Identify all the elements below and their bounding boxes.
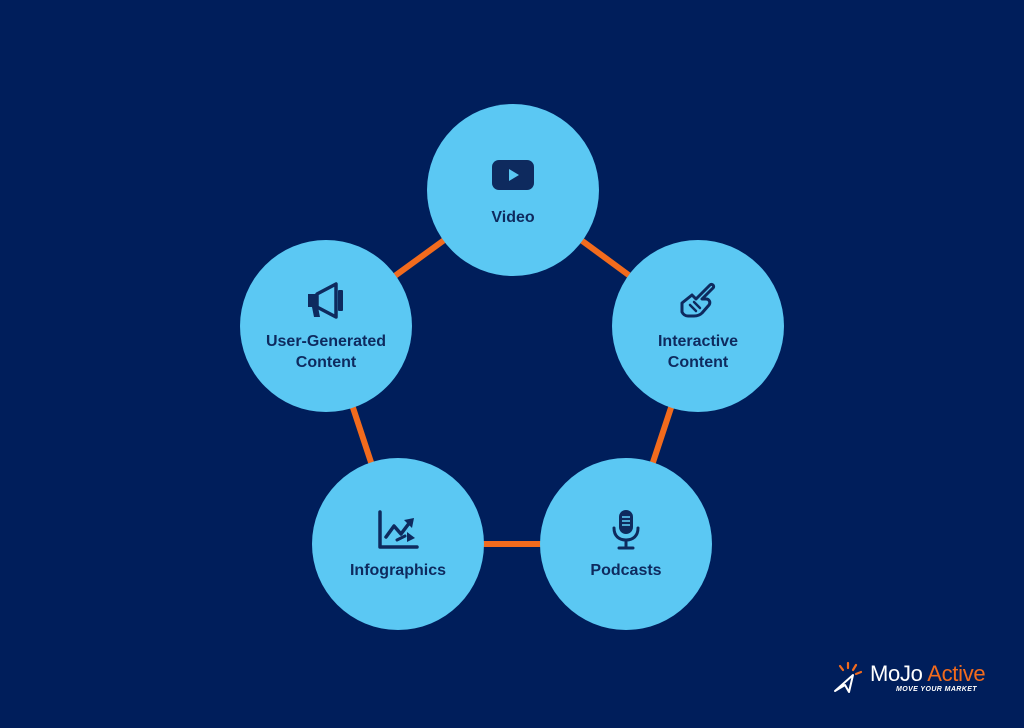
chart-trend-icon xyxy=(376,508,420,552)
node-label: Interactive Content xyxy=(657,333,739,371)
brand-name-first: MoJo xyxy=(870,661,923,686)
node-interactive-content: Interactive Content xyxy=(612,240,784,412)
node-video: Video xyxy=(427,104,599,276)
node-infographics: Infographics xyxy=(312,458,484,630)
node-label: Podcasts xyxy=(590,561,662,579)
node-label: Video xyxy=(491,208,535,226)
pointing-hand-icon xyxy=(676,279,720,323)
node-label: User-Generated Content xyxy=(265,333,387,371)
microphone-icon xyxy=(604,508,648,552)
node-label: Infographics xyxy=(349,561,446,579)
node-podcasts: Podcasts xyxy=(540,458,712,630)
node-user-generated-content: User-Generated Content xyxy=(240,240,412,412)
youtube-play-icon xyxy=(491,153,535,197)
brand-name: MoJo Active xyxy=(870,661,986,686)
brand-name-second: Active xyxy=(927,661,986,686)
cursor-spark-icon xyxy=(834,661,863,693)
brand-logo: MoJo Active MOVE YOUR MARKET xyxy=(832,660,988,700)
brand-tagline: MOVE YOUR MARKET xyxy=(896,686,977,693)
megaphone-icon xyxy=(304,279,348,323)
